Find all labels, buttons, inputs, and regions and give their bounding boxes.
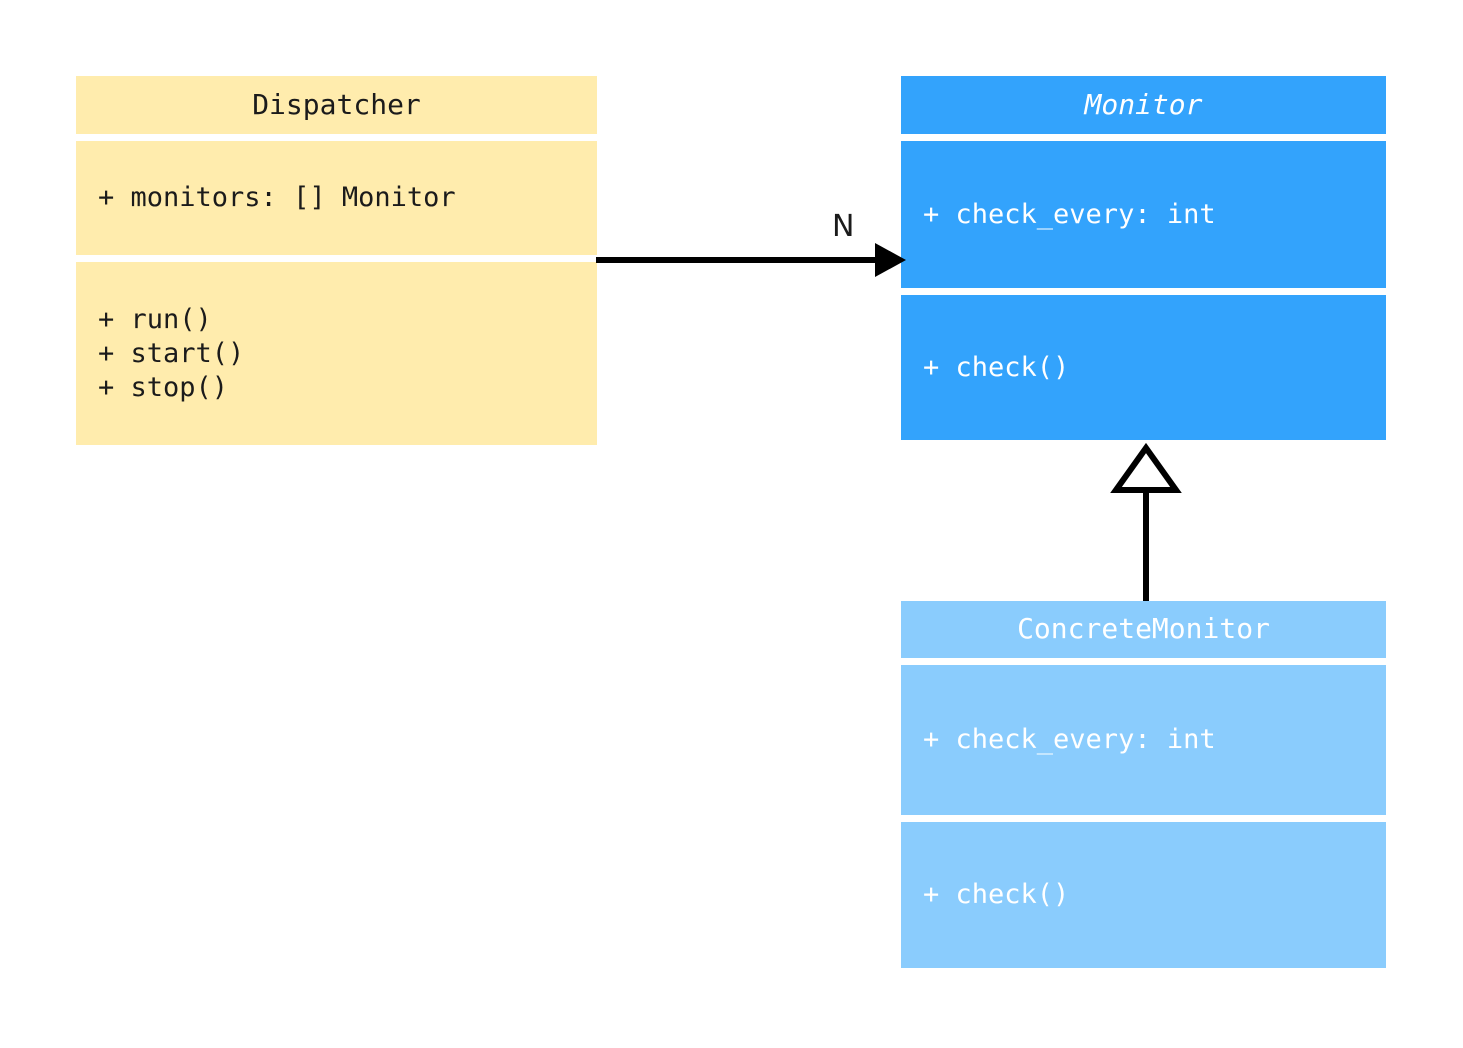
method-line: + check()	[923, 879, 1070, 910]
class-attributes-concretemonitor: + check_every: int	[901, 665, 1386, 815]
method-line: + run()	[98, 303, 212, 335]
association-arrowhead-icon	[875, 243, 906, 277]
class-name-monitor: Monitor	[1084, 87, 1203, 121]
uml-class-dispatcher[interactable]: Dispatcher + monitors: [] Monitor + run(…	[76, 76, 597, 445]
class-header-monitor: Monitor	[901, 76, 1386, 134]
attribute-line: + check_every: int	[923, 198, 1216, 230]
class-header-concretemonitor: ConcreteMonitor	[901, 601, 1386, 658]
association-dispatcher-to-monitor	[596, 243, 906, 277]
class-name-dispatcher: Dispatcher	[252, 87, 421, 121]
class-header-dispatcher: Dispatcher	[76, 76, 597, 134]
class-methods-concretemonitor: + check()	[901, 822, 1386, 968]
method-line: + start()	[98, 337, 245, 369]
class-attributes-monitor: + check_every: int	[901, 141, 1386, 288]
class-methods-monitor: + check()	[901, 295, 1386, 440]
association-multiplicity-label: N	[832, 209, 855, 244]
generalization-hollow-triangle-icon	[1110, 442, 1182, 493]
method-line: + stop()	[98, 371, 229, 403]
generalization-concretemonitor-to-monitor	[1110, 442, 1182, 601]
uml-class-monitor[interactable]: Monitor + check_every: int + check()	[901, 76, 1386, 440]
method-line: + check()	[923, 351, 1070, 383]
class-name-concretemonitor: ConcreteMonitor	[1017, 612, 1270, 646]
attribute-line: + monitors: [] Monitor	[98, 182, 456, 213]
class-attributes-dispatcher: + monitors: [] Monitor	[76, 141, 597, 255]
class-methods-dispatcher: + run() + start() + stop()	[76, 262, 597, 445]
uml-class-concretemonitor[interactable]: ConcreteMonitor + check_every: int + che…	[901, 601, 1386, 968]
attribute-line: + check_every: int	[923, 724, 1216, 755]
